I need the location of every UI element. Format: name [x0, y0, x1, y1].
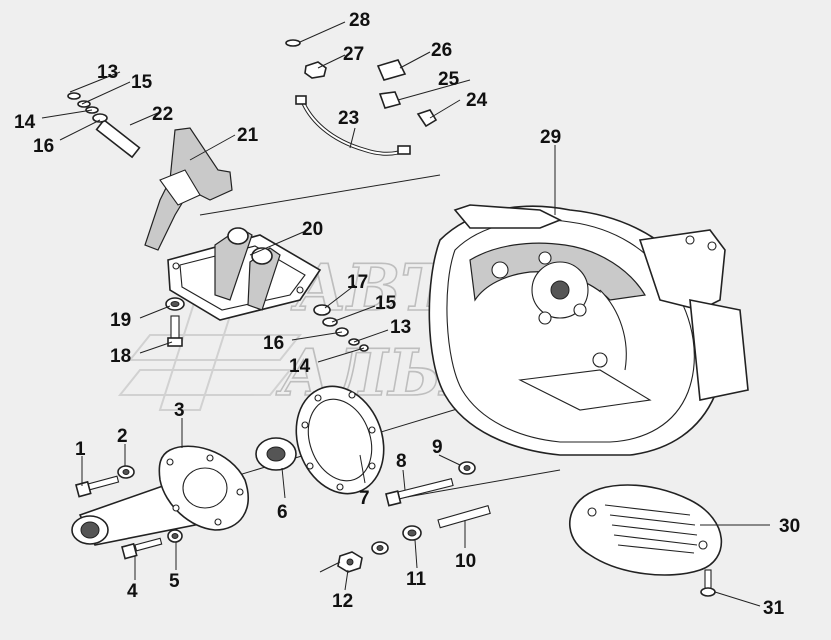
watermark-logo: [117, 299, 303, 411]
callout-3: 3: [174, 400, 185, 421]
callout-10: 10: [455, 551, 476, 572]
part-8-bolt: [385, 478, 454, 507]
part-2-washer: [117, 465, 135, 479]
callout-15-upper: 15: [131, 72, 153, 93]
callout-29: 29: [540, 127, 561, 148]
part-12-nut: [337, 551, 363, 573]
part-5-washer: [167, 529, 183, 543]
callout-24: 24: [466, 90, 488, 111]
callout-16-upper: 16: [33, 136, 54, 157]
callout-20: 20: [302, 219, 323, 240]
part-6-seal: [255, 437, 297, 471]
part-25-fitting: [378, 91, 402, 109]
callout-17: 17: [347, 272, 368, 293]
callout-15-lower: 15: [375, 293, 397, 314]
callout-25: 25: [438, 69, 460, 90]
part-18-bolt: [167, 315, 183, 347]
callout-28: 28: [349, 10, 370, 31]
callout-30: 30: [779, 516, 800, 537]
part-21-shift-fork: [144, 127, 233, 251]
part-1-bolt: [75, 475, 120, 498]
callout-5: 5: [169, 571, 180, 592]
part-9-washer: [458, 461, 476, 475]
part-11-washer: [371, 525, 422, 555]
leader-lines: [41, 21, 770, 607]
callout-18: 18: [110, 346, 131, 367]
callout-14-lower: 14: [289, 356, 311, 377]
callout-22: 22: [152, 104, 173, 125]
part-19-washer: [165, 297, 185, 311]
part-28-ring: [285, 39, 301, 47]
part-29-clutch-housing: [428, 204, 749, 456]
part-4-bolt: [121, 537, 163, 560]
part-22-shaft: [95, 118, 141, 159]
part-10-stud: [437, 504, 491, 529]
parts-13-16-upper-rings: [67, 92, 108, 123]
callout-labels: 1 2 3 4 5 6 7 8 9 10 11 12 13 14 15 16 1…: [14, 10, 800, 619]
callout-9: 9: [432, 437, 443, 458]
callout-13-upper: 13: [97, 62, 118, 83]
callout-13-lower: 13: [390, 317, 411, 338]
part-20-bracket: [167, 227, 322, 321]
callout-27: 27: [343, 44, 364, 65]
callout-14-upper: 14: [14, 112, 36, 133]
part-3-bearing-sleeve: [71, 445, 249, 546]
callout-19: 19: [110, 310, 131, 331]
part-30-cover-plate: [568, 484, 723, 576]
callout-4: 4: [127, 581, 138, 602]
callout-21: 21: [237, 125, 259, 146]
callout-6: 6: [277, 502, 288, 523]
part-26-fitting: [376, 59, 407, 81]
callout-16-lower: 16: [263, 333, 284, 354]
callout-23: 23: [338, 108, 359, 129]
callout-12: 12: [332, 591, 353, 612]
callout-8: 8: [396, 451, 407, 472]
part-27-nut: [304, 61, 327, 79]
part-31-screw: [700, 569, 716, 597]
callout-26: 26: [431, 40, 452, 61]
part-23-hose: [295, 95, 411, 156]
callout-1: 1: [75, 439, 86, 460]
callout-2: 2: [117, 426, 128, 447]
callout-7: 7: [359, 488, 370, 509]
part-24-fitting: [416, 109, 438, 128]
callout-31: 31: [763, 598, 785, 619]
callout-11: 11: [406, 569, 427, 590]
